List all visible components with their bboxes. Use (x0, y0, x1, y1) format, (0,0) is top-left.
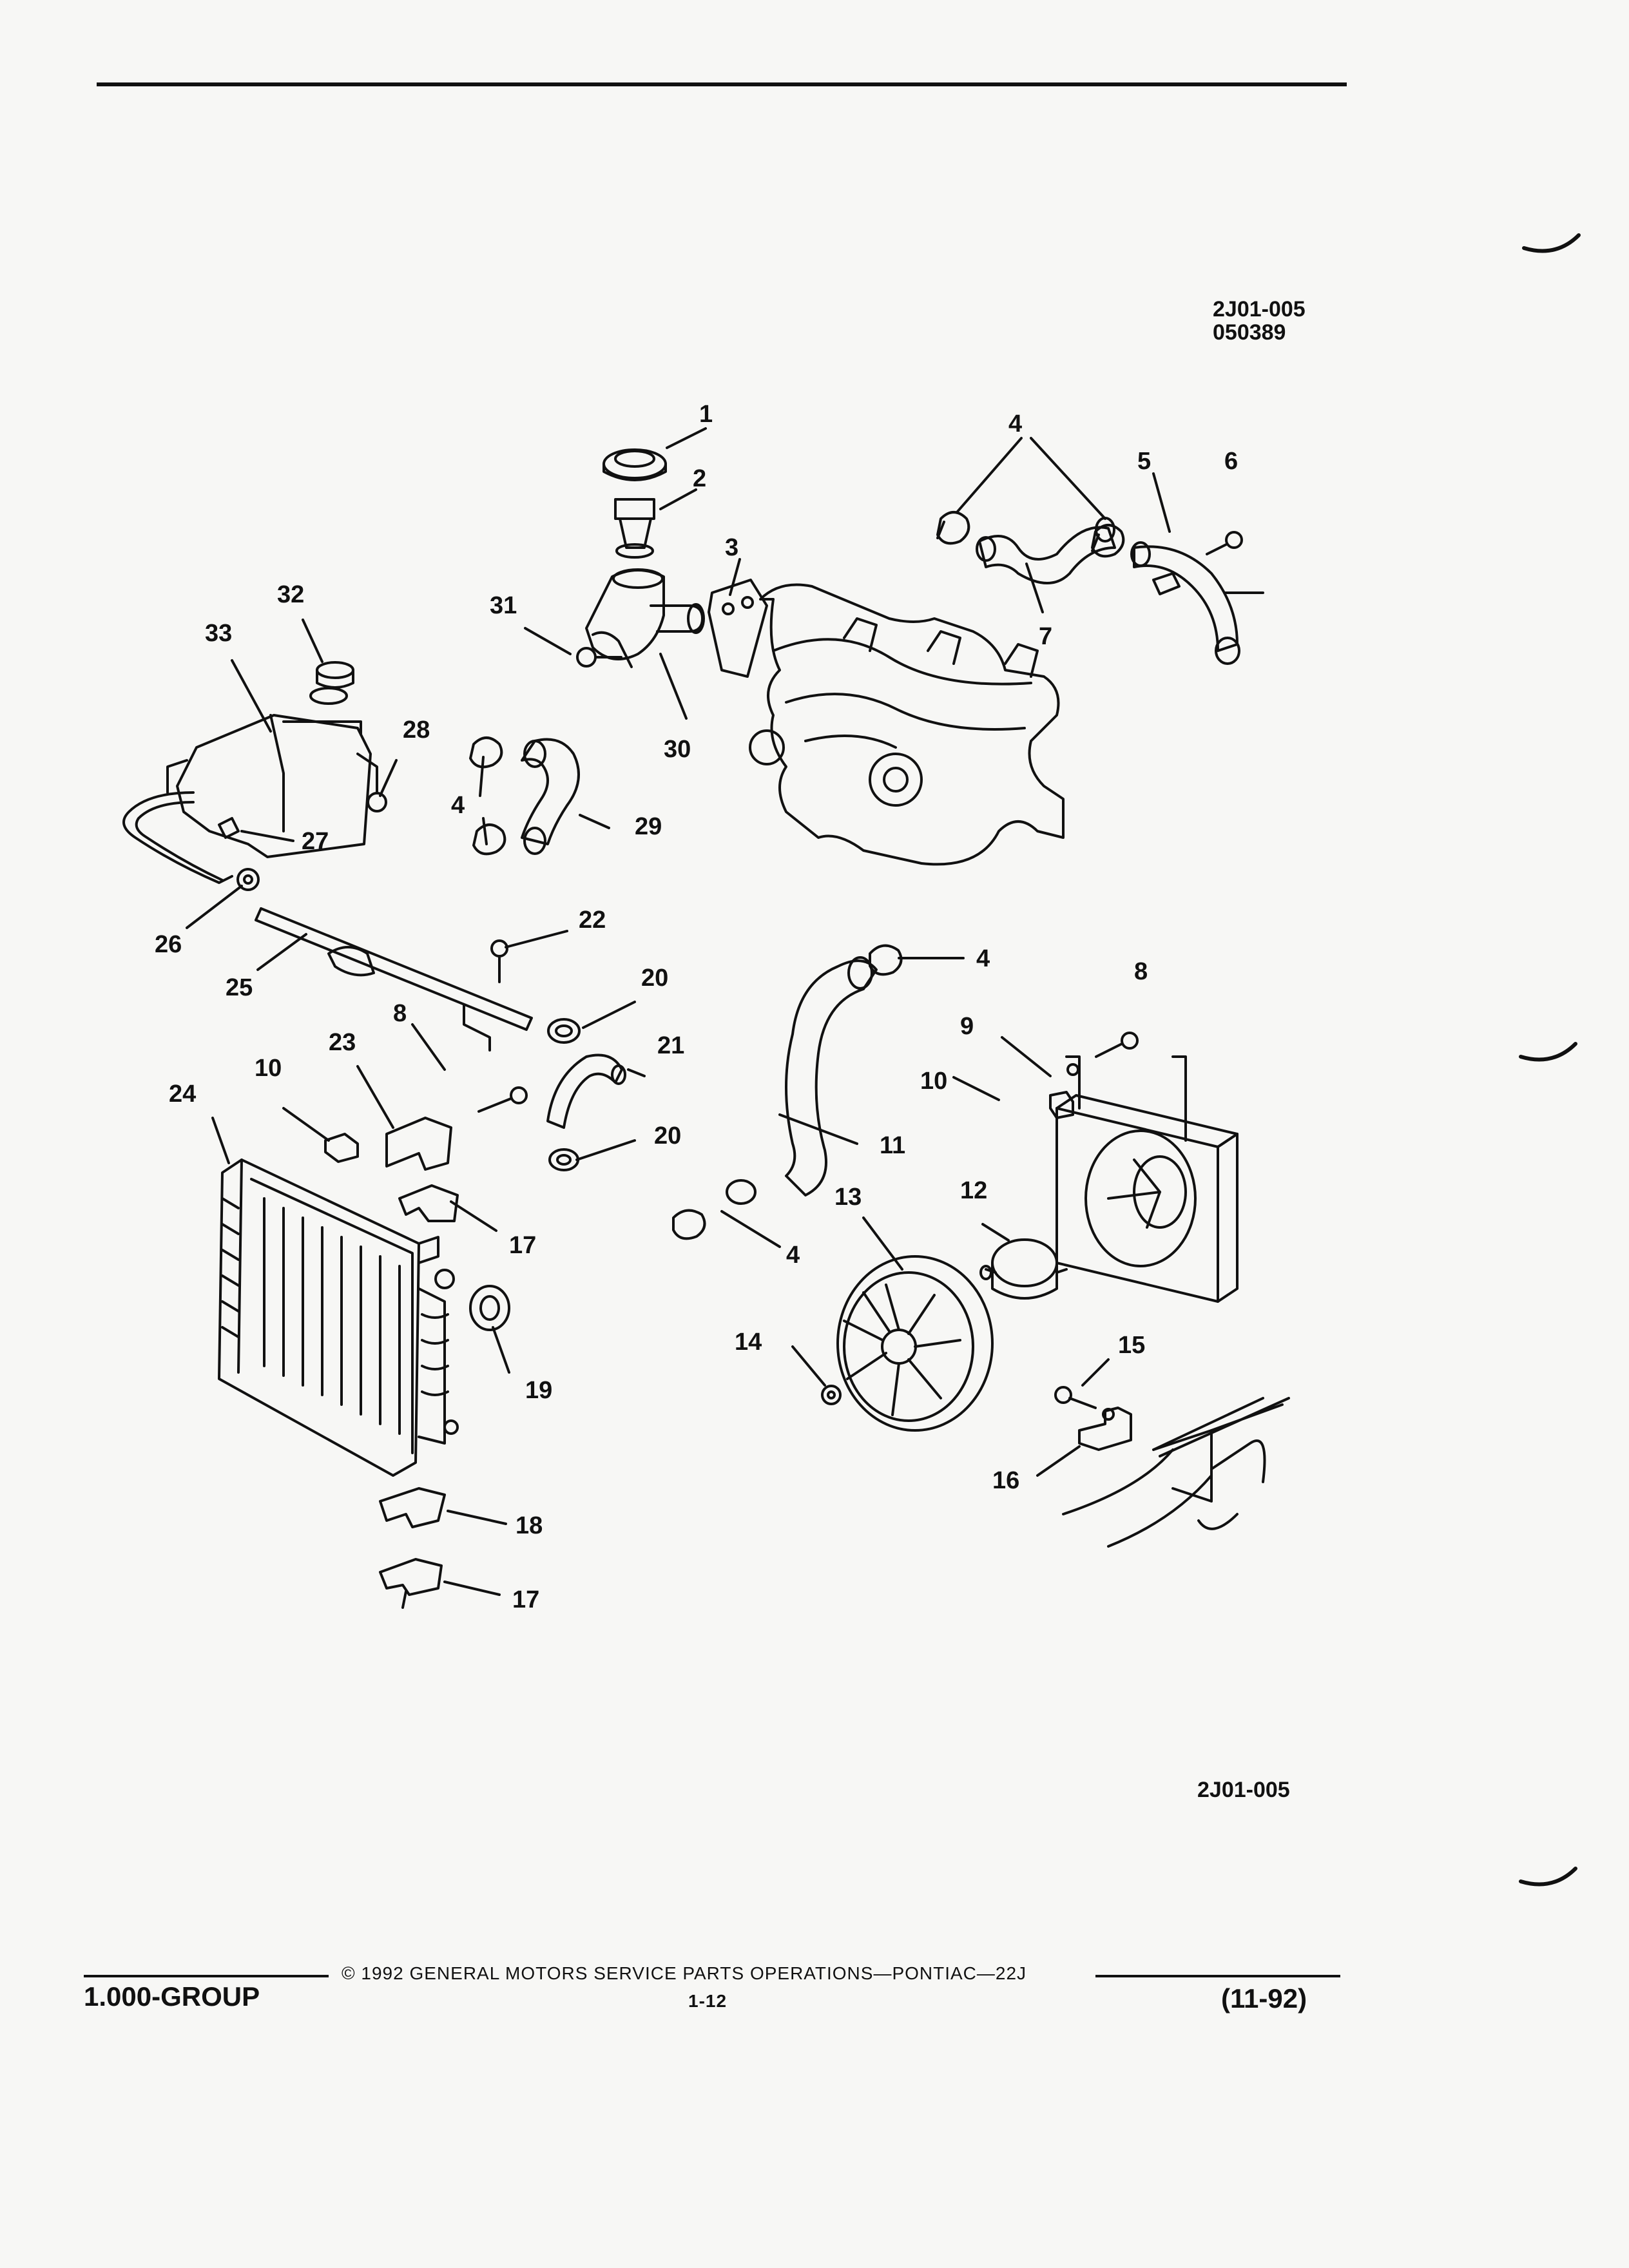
part-23-bracket (385, 1117, 452, 1171)
part-18-insulator (379, 1487, 446, 1528)
part-24-radiator (218, 1158, 459, 1477)
part-1-cap (602, 448, 667, 481)
footer-date: (11-92) (1221, 1983, 1307, 2013)
callout-23: 23 (329, 1029, 356, 1056)
part-8-bolt-a (477, 1086, 528, 1113)
footer-group: 1.000-GROUP (84, 1981, 260, 2012)
footer-page: 1-12 (688, 1991, 728, 2011)
part-4-clamp-c (469, 736, 503, 769)
part-3-gasket (708, 579, 768, 678)
part-27-hose (122, 791, 240, 884)
diagram-code: 2J01-005 (1213, 297, 1306, 322)
part-14-nut (821, 1385, 842, 1405)
callout-20-upper: 20 (641, 965, 668, 992)
callout-9: 9 (960, 1013, 974, 1040)
part-21-hose (546, 1053, 626, 1129)
callout-15: 15 (1118, 1332, 1145, 1359)
callout-14: 14 (735, 1329, 762, 1356)
part-22-bolt (490, 939, 508, 983)
top-rule (97, 82, 1347, 86)
callout-19: 19 (525, 1377, 552, 1404)
footer-rule-left (84, 1975, 329, 1977)
callout-11: 11 (880, 1132, 905, 1159)
diagram-code-bottom: 2J01-005 (1197, 1778, 1290, 1802)
part-20-clamp-a (547, 1018, 581, 1044)
part-16-bracket (1078, 1407, 1132, 1451)
callout-33: 33 (205, 620, 232, 647)
callout-29: 29 (635, 813, 662, 840)
part-19-grommet (469, 1285, 510, 1331)
callout-5: 5 (1137, 448, 1151, 475)
diagram-number: 050389 (1213, 320, 1286, 345)
callout-21: 21 (657, 1032, 684, 1059)
binding-mark-1 (1522, 233, 1581, 253)
callout-17-upper: 17 (509, 1232, 536, 1259)
callout-24: 24 (169, 1081, 196, 1108)
part-2-thermostat (614, 498, 655, 559)
binding-mark-3 (1519, 1867, 1577, 1887)
part-17-insulator-b (379, 1558, 443, 1609)
callout-4-lower: 4 (786, 1242, 800, 1269)
callout-20-lower: 20 (654, 1122, 681, 1149)
callout-26: 26 (155, 931, 182, 958)
part-13-fan-blade (836, 1255, 994, 1432)
part-12-fan-motor (979, 1238, 1068, 1300)
callout-7: 7 (1039, 623, 1052, 650)
callout-8-right: 8 (1134, 958, 1148, 985)
part-15-bolt (1054, 1386, 1097, 1409)
callout-13: 13 (834, 1184, 862, 1211)
part-4-clamp-a (936, 511, 970, 545)
part-17-insulator-a (398, 1184, 459, 1222)
part-4-clamp-d (472, 823, 506, 856)
callout-32: 32 (277, 581, 304, 608)
part-29-hose (521, 738, 580, 855)
part-9-fan-shroud (1055, 1055, 1239, 1303)
callout-17-lower: 17 (512, 1586, 539, 1613)
callout-10-left: 10 (255, 1055, 282, 1082)
callout-8-left: 8 (393, 1000, 407, 1027)
callout-4-upper: 4 (1008, 410, 1022, 437)
callout-28: 28 (403, 716, 430, 744)
part-26-nut (236, 868, 260, 891)
callout-30: 30 (664, 736, 691, 763)
callout-6: 6 (1224, 448, 1238, 475)
part-31-bolt (576, 647, 622, 668)
callout-2: 2 (693, 465, 706, 492)
binding-mark-2 (1519, 1042, 1577, 1062)
callout-4-mid: 4 (451, 792, 465, 819)
part-10-clip-a (324, 1133, 359, 1163)
callout-1: 1 (699, 401, 713, 428)
part-4-clamp-f (672, 1209, 706, 1240)
callout-31: 31 (490, 592, 517, 619)
callout-25: 25 (226, 974, 253, 1001)
vehicle-body-section (1062, 1397, 1290, 1548)
part-28-bolt (367, 773, 387, 812)
engine-assembly (749, 583, 1065, 866)
part-11-hose (726, 956, 878, 1205)
part-10-clip-b (1049, 1091, 1074, 1119)
footer-rule-right (1095, 1975, 1340, 1977)
part-5-pipe (1130, 541, 1264, 665)
callout-3: 3 (725, 534, 738, 561)
part-6-bolt (1206, 531, 1243, 555)
part-25-bracket (255, 907, 533, 1052)
part-4-clamp-e (869, 944, 903, 976)
callout-10-right: 10 (920, 1068, 947, 1095)
callout-4-right: 4 (976, 945, 990, 972)
callout-27: 27 (302, 828, 329, 855)
part-32-cap (316, 661, 354, 689)
footer-copyright: © 1992 GENERAL MOTORS SERVICE PARTS OPER… (342, 1963, 1027, 1983)
part-8-bolt-b (1095, 1032, 1139, 1058)
callout-22: 22 (579, 907, 606, 934)
callout-16: 16 (992, 1467, 1019, 1494)
callout-18: 18 (516, 1512, 543, 1539)
callout-12: 12 (960, 1177, 987, 1204)
